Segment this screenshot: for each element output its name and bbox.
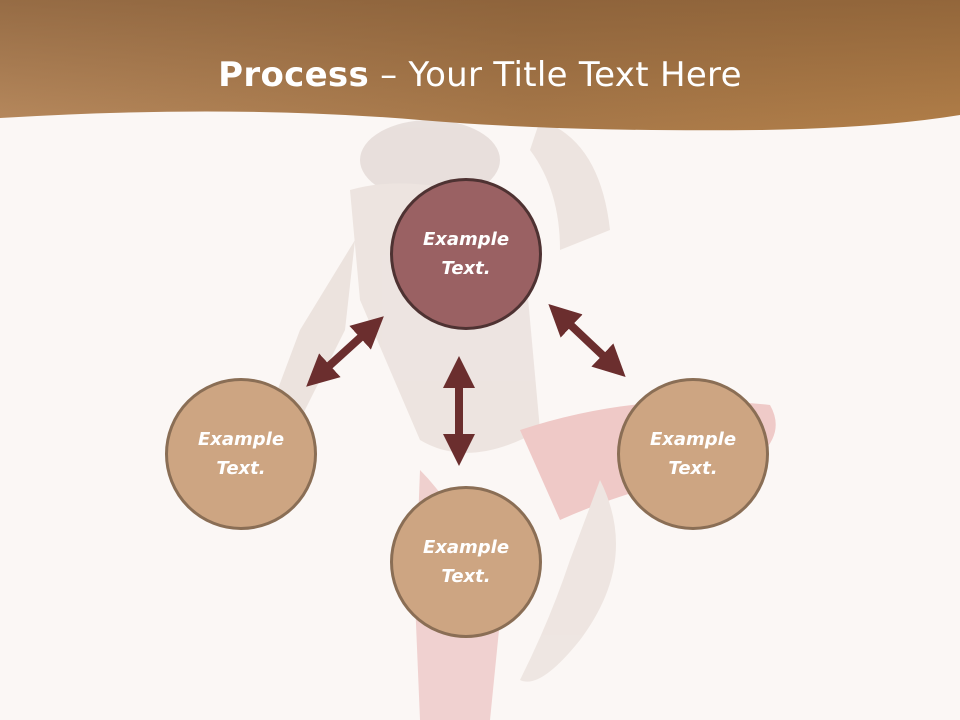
title-bold: Process — [218, 55, 370, 95]
header-band — [0, 0, 960, 131]
title-separator: – — [369, 55, 409, 95]
title-text: Your Title Text Here — [408, 55, 742, 95]
slide-title: Process – Your Title Text Here — [0, 52, 960, 98]
arrow-top-right — [548, 304, 626, 377]
arrow-top-left — [306, 316, 384, 387]
